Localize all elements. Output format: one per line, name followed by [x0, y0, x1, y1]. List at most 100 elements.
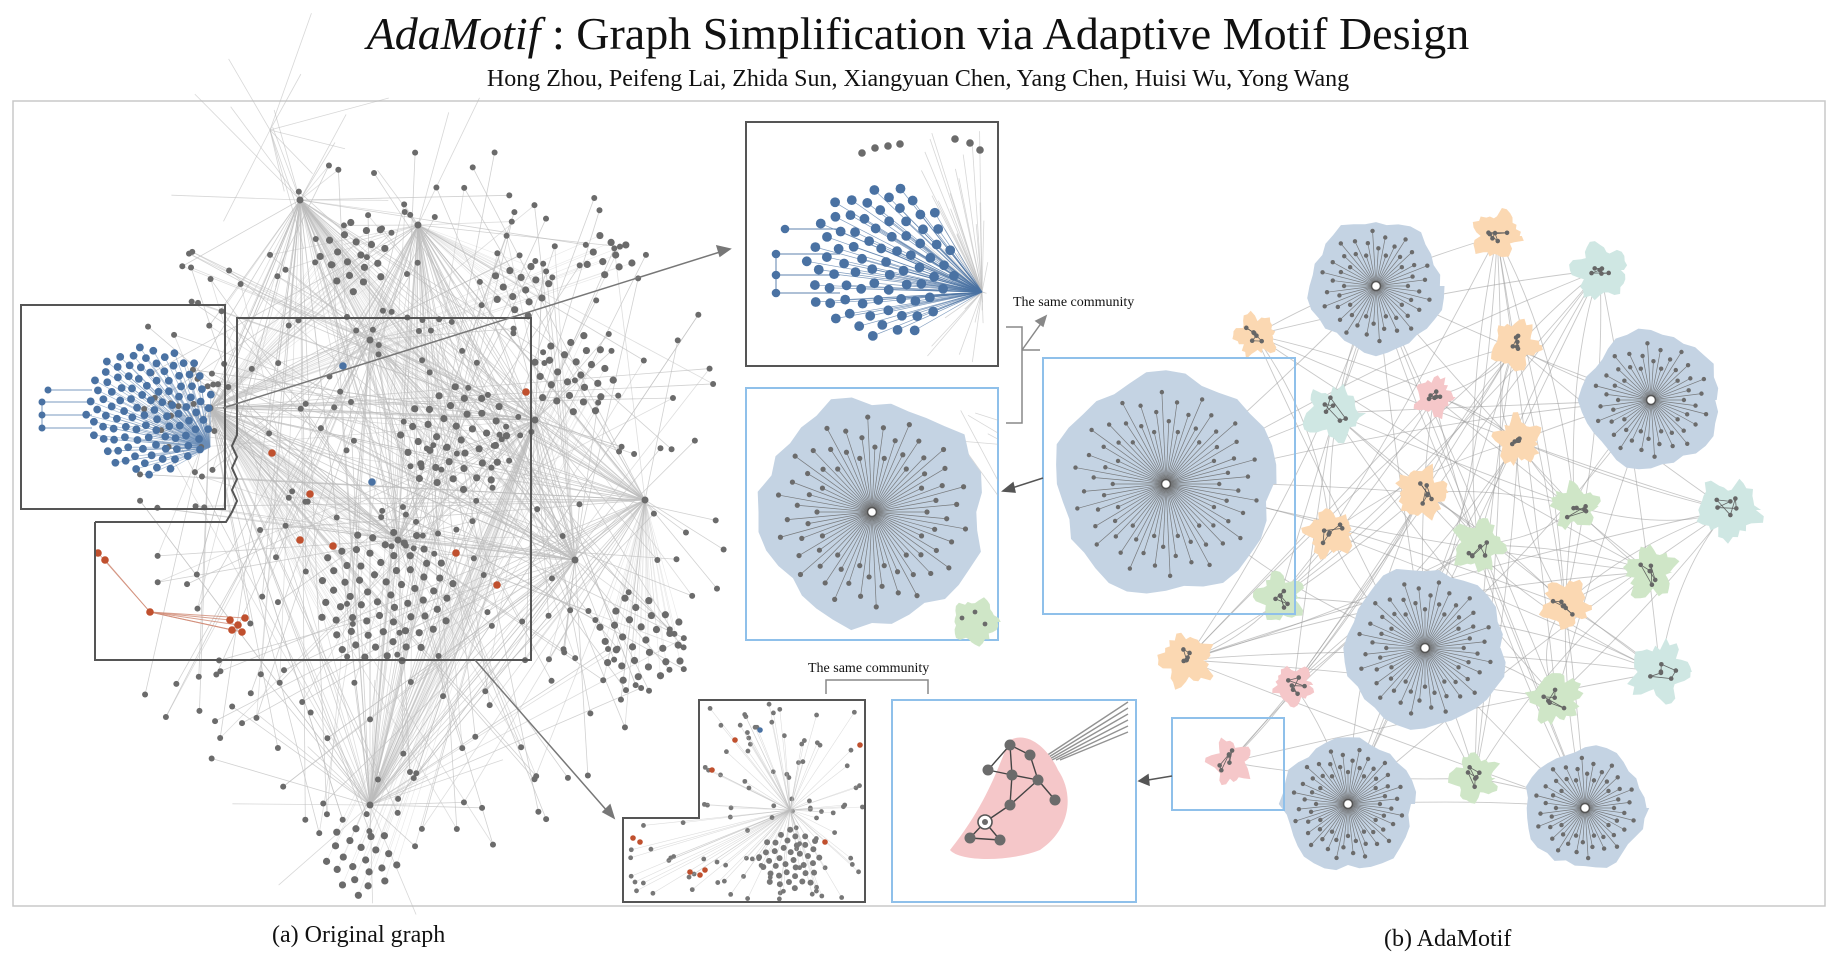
original-edge — [369, 371, 558, 806]
blue-node — [204, 425, 213, 434]
adamotif-star-spoke — [1375, 239, 1406, 287]
adamotif-star-spoke — [1555, 780, 1586, 809]
original-edge — [299, 199, 482, 399]
star-panel-leaf — [894, 569, 901, 575]
original-node — [414, 437, 422, 446]
adamotif-star-spoke — [1347, 798, 1398, 805]
adamotif-small-node — [1659, 661, 1664, 667]
subgraph-node — [860, 804, 865, 810]
original-node — [343, 258, 352, 266]
adamotif-star-spoke — [1650, 399, 1673, 434]
adamotif-star-leaf — [1151, 533, 1157, 539]
subgraph-edge — [724, 809, 791, 882]
adamotif-star-spoke — [1375, 248, 1379, 287]
original-edge — [209, 407, 343, 552]
original-node — [545, 612, 552, 619]
adamotif-star-spoke — [1584, 799, 1619, 809]
original-hub — [296, 196, 304, 204]
blue-edge — [103, 426, 211, 448]
original-node — [404, 271, 411, 278]
original-edge — [644, 499, 647, 641]
subgraph-node — [772, 862, 779, 869]
adamotif-star-spoke — [1557, 807, 1586, 851]
original-edge — [209, 407, 434, 592]
blue-node — [153, 415, 161, 424]
subgraph-edge — [789, 745, 821, 811]
original-node — [506, 266, 514, 275]
original-node — [344, 600, 351, 607]
subgraph-red-node — [709, 767, 715, 773]
original-edge — [369, 374, 582, 806]
original-edge — [214, 430, 399, 541]
original-node — [387, 591, 395, 599]
original-edge — [369, 384, 552, 806]
adamotif-star-spoke — [1344, 255, 1377, 287]
original-edge — [417, 224, 522, 278]
original-node — [352, 546, 361, 554]
blue-panel-node — [928, 306, 939, 317]
adamotif-small-node — [1281, 588, 1287, 594]
adamotif-star-leaf — [1383, 235, 1388, 240]
adamotif-star-leaf — [1350, 758, 1355, 763]
adamotif-small-edge — [1717, 507, 1737, 509]
blue-panel-node — [867, 330, 878, 341]
adamotif-star-leaf — [1110, 481, 1115, 487]
subgraph-node — [814, 712, 819, 718]
original-node — [297, 405, 304, 412]
adamotif-star-spoke — [1613, 399, 1652, 436]
adamotif-star-spoke — [1165, 483, 1171, 576]
blue-panel-node — [810, 297, 821, 307]
star-panel-spoke — [801, 511, 873, 539]
original-edge — [524, 499, 646, 661]
figure-frame — [12, 100, 1826, 907]
adamotif-star-spoke — [1375, 265, 1428, 287]
adamotif-star-spoke — [1606, 394, 1652, 401]
original-node — [364, 588, 372, 596]
original-edge — [157, 539, 399, 583]
subgraph-edge — [773, 805, 791, 811]
original-node — [662, 658, 670, 666]
adamotif-star-leaf — [1670, 443, 1675, 449]
blue-node — [150, 406, 159, 414]
star-panel-spoke — [871, 511, 950, 569]
star-panel-spoke — [871, 440, 920, 513]
adamotif-star-spoke — [1097, 483, 1167, 510]
original-node — [478, 459, 486, 467]
blue-node — [182, 403, 191, 411]
subgraph-edge — [779, 709, 791, 811]
original-node — [381, 877, 389, 885]
original-node — [415, 474, 423, 483]
adamotif-star-spoke — [1326, 285, 1377, 293]
adamotif-star-leaf — [1559, 822, 1564, 828]
adamotif-star-leaf — [1316, 761, 1322, 767]
blue-node — [152, 440, 160, 449]
subgraph-node — [780, 844, 787, 851]
star-panel-spoke — [846, 452, 873, 513]
original-node — [644, 663, 653, 671]
adamotif-star-spoke — [1418, 588, 1426, 649]
original-edge — [299, 199, 477, 478]
original-node — [601, 364, 609, 373]
original-node — [349, 620, 356, 627]
adamotif-star-spoke — [1354, 241, 1377, 287]
adamotif-star-leaf — [1385, 784, 1390, 789]
blue-panel-node — [867, 264, 878, 275]
adamotif-edge — [1329, 532, 1661, 673]
adamotif-small-edge — [1549, 702, 1565, 709]
original-edge — [315, 238, 371, 341]
star-panel-spoke — [871, 511, 877, 607]
subgraph-edge — [725, 809, 791, 866]
adamotif-star-center — [1370, 280, 1382, 292]
adamotif-edge — [1555, 509, 1729, 699]
subgraph-edge — [630, 809, 791, 859]
original-node — [595, 399, 602, 406]
adamotif-small-node — [1510, 344, 1516, 349]
original-node — [359, 278, 368, 286]
adamotif-star-leaf — [1373, 601, 1378, 606]
adamotif-star-leaf — [1428, 593, 1433, 598]
subgraph-red-node — [822, 839, 828, 845]
adamotif-star-leaf — [1389, 665, 1394, 670]
adamotif-star-spoke — [1096, 483, 1167, 545]
adamotif-star-leaf — [1429, 705, 1434, 710]
original-edge — [173, 334, 371, 806]
